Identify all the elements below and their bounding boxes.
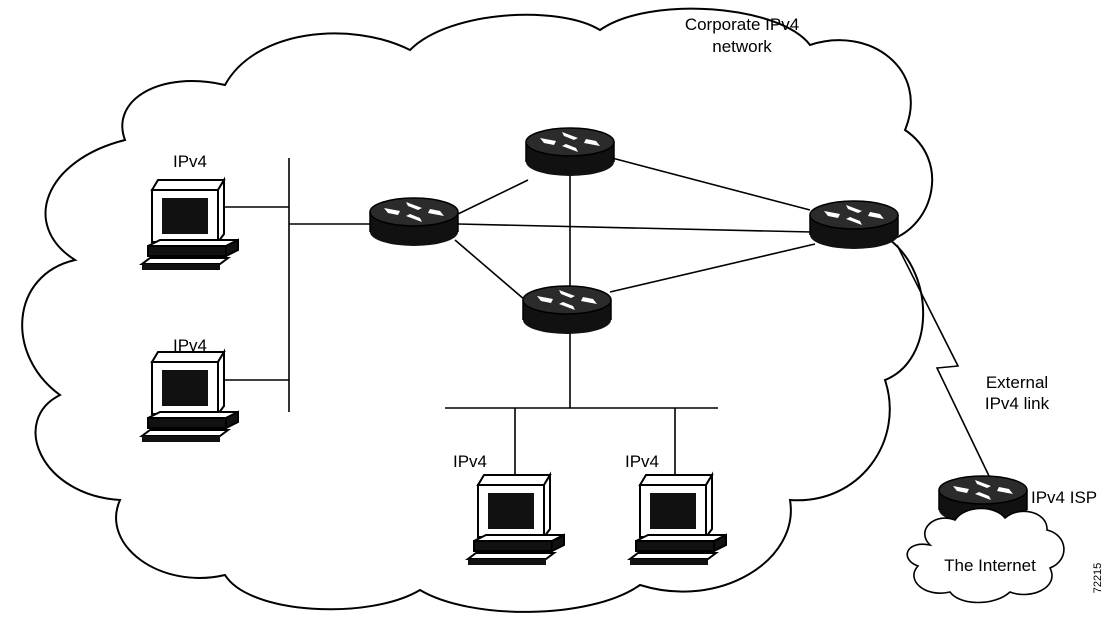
internet-label: The Internet bbox=[944, 556, 1036, 575]
workstation-icon[interactable] bbox=[141, 179, 239, 271]
figure-number: 72215 bbox=[1092, 563, 1104, 594]
pc-label: IPv4 bbox=[173, 336, 207, 355]
pc-label: IPv4 bbox=[173, 152, 207, 171]
router-icon[interactable] bbox=[525, 127, 615, 177]
cloud-title-second-line: network bbox=[712, 37, 772, 56]
corporate-cloud bbox=[21, 7, 934, 613]
pc-label: IPv4 bbox=[625, 452, 659, 471]
workstation-icon[interactable] bbox=[467, 474, 565, 566]
cloud-title: Corporate IPv4 bbox=[685, 15, 799, 34]
router-icon[interactable] bbox=[809, 200, 899, 250]
router-icon[interactable] bbox=[369, 197, 459, 247]
workstation-icon[interactable] bbox=[141, 351, 239, 443]
internet-cloud bbox=[906, 507, 1065, 604]
pc-label: IPv4 bbox=[453, 452, 487, 471]
isp-label: IPv4 ISP bbox=[1031, 488, 1097, 507]
workstation-icon[interactable] bbox=[629, 474, 727, 566]
external-link-label: External bbox=[986, 373, 1048, 392]
router-icon[interactable] bbox=[522, 285, 612, 335]
external-link-label-second-line: IPv4 link bbox=[985, 394, 1050, 413]
network-links bbox=[214, 157, 991, 479]
